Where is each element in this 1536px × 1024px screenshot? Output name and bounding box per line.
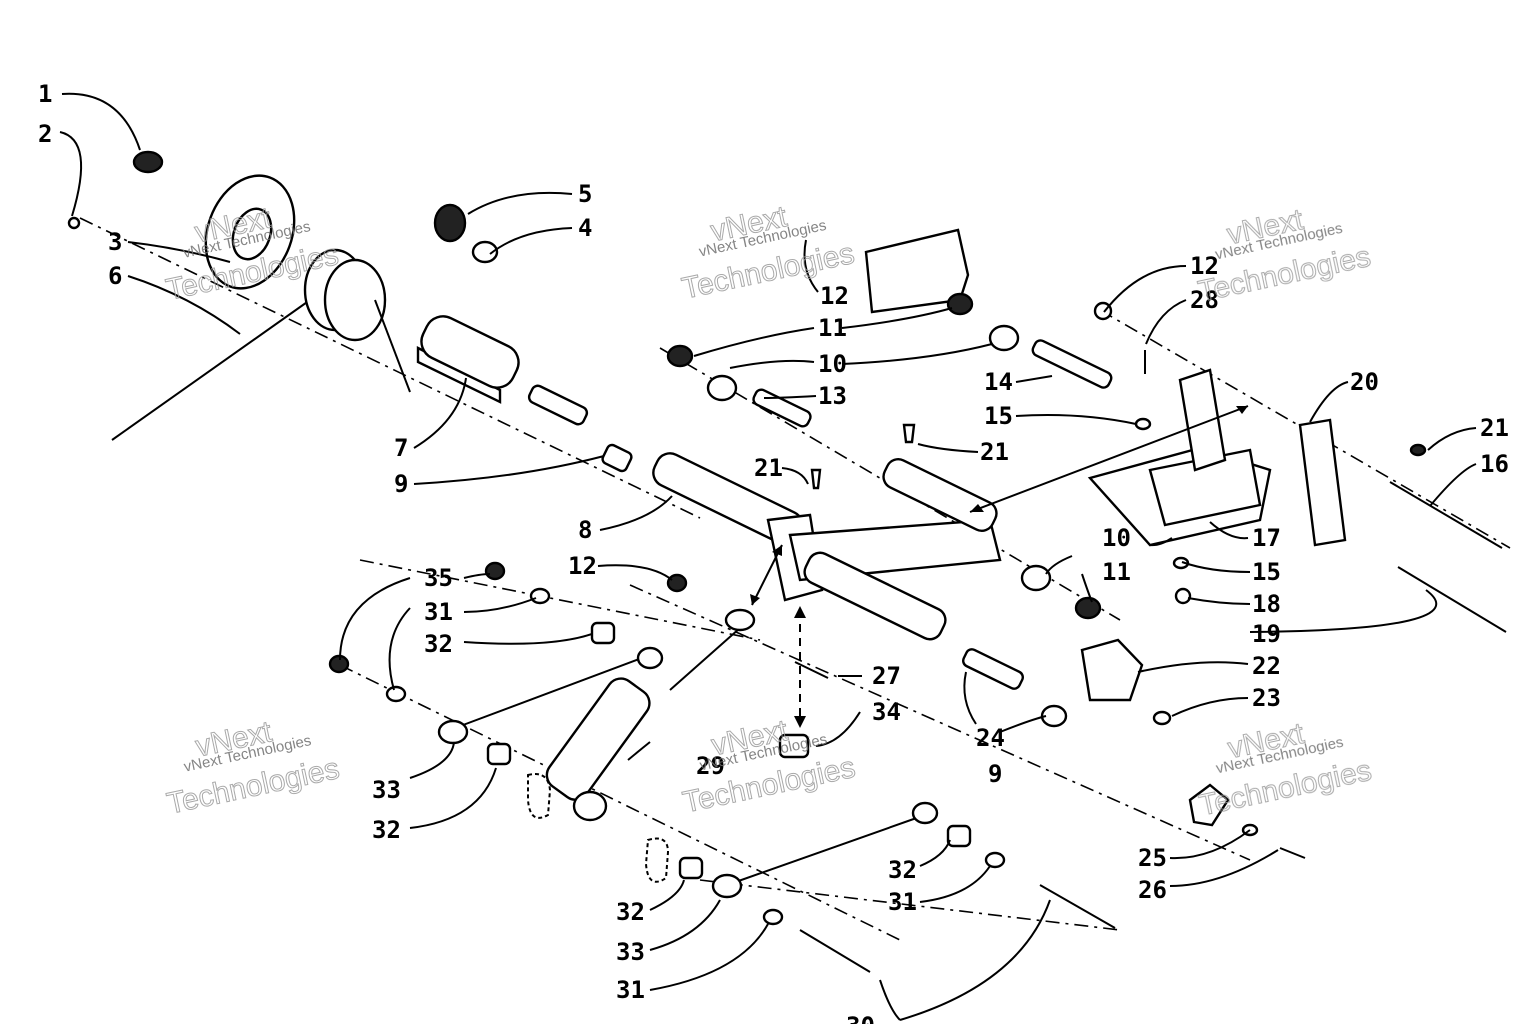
label-32-bottom: 32 [616, 898, 645, 926]
label-27: 27 [872, 662, 901, 690]
label-13: 13 [818, 382, 847, 410]
leader-lines [59, 92, 1477, 1021]
label-11-top: 11 [818, 314, 847, 342]
front-arm [766, 458, 1002, 641]
label-30: 30 [846, 1012, 875, 1024]
label-4: 4 [578, 214, 592, 242]
label-14: 14 [984, 368, 1013, 396]
part-labels: 1 2 3 6 5 4 7 9 8 12 21 12 11 10 13 14 1… [38, 80, 1509, 1024]
label-11-lower: 11 [1102, 558, 1131, 586]
retaining-ring [471, 240, 499, 264]
watermark-top-right: vNext vNext Technologies Technologies [1195, 202, 1374, 309]
label-9-lower: 9 [988, 760, 1002, 788]
label-1: 1 [38, 80, 52, 108]
label-20: 20 [1350, 368, 1379, 396]
label-5: 5 [578, 180, 592, 208]
label-19: 19 [1252, 620, 1281, 648]
label-12-right: 12 [1190, 252, 1219, 280]
label-18: 18 [1252, 590, 1281, 618]
label-35: 35 [424, 564, 453, 592]
mount-plate [1080, 638, 1144, 702]
shock-absorber [545, 608, 756, 822]
parts [67, 150, 1507, 973]
upper-mount-bracket [864, 228, 970, 314]
label-12-top: 12 [820, 282, 849, 310]
label-32-left: 32 [372, 816, 401, 844]
label-15-lower: 15 [1252, 558, 1281, 586]
label-16: 16 [1480, 450, 1509, 478]
label-9-upper: 9 [394, 470, 408, 498]
label-21-right: 21 [1480, 414, 1509, 442]
label-31-top: 31 [424, 598, 453, 626]
label-33-bottom: 33 [616, 938, 645, 966]
label-6: 6 [108, 262, 122, 290]
label-3: 3 [108, 228, 122, 256]
label-17: 17 [1252, 524, 1281, 552]
label-15-upper: 15 [984, 402, 1013, 430]
label-7: 7 [394, 434, 408, 462]
label-2: 2 [38, 120, 52, 148]
watermark-bottom-right: vNext vNext Technologies Technologies [1196, 716, 1375, 823]
label-32-right: 32 [888, 856, 917, 884]
label-31-right: 31 [888, 888, 917, 916]
wheel-cap [132, 150, 164, 174]
label-23: 23 [1252, 684, 1281, 712]
label-25: 25 [1138, 844, 1167, 872]
label-10-lower: 10 [1102, 524, 1131, 552]
label-33-left: 33 [372, 776, 401, 804]
label-8: 8 [578, 516, 592, 544]
watermark-bottom-left: vNext vNext Technologies Technologies [164, 715, 343, 822]
upper-link [454, 654, 651, 729]
label-26: 26 [1138, 876, 1167, 904]
rear-bracket [1087, 368, 1347, 547]
long-bolt [1389, 481, 1503, 549]
label-10-top: 10 [818, 350, 847, 378]
label-21-left: 21 [754, 454, 783, 482]
label-12-middle: 12 [568, 552, 597, 580]
label-29: 29 [696, 752, 725, 780]
label-22: 22 [1252, 652, 1281, 680]
label-31-bottom: 31 [616, 976, 645, 1004]
lower-link [729, 814, 926, 885]
label-24: 24 [976, 724, 1005, 752]
label-21-middle: 21 [980, 438, 1009, 466]
label-34: 34 [872, 698, 901, 726]
label-28: 28 [1190, 286, 1219, 314]
bearing [433, 203, 467, 243]
cap-screw [67, 216, 81, 230]
torsion-spring [111, 248, 411, 441]
label-32-top: 32 [424, 630, 453, 658]
